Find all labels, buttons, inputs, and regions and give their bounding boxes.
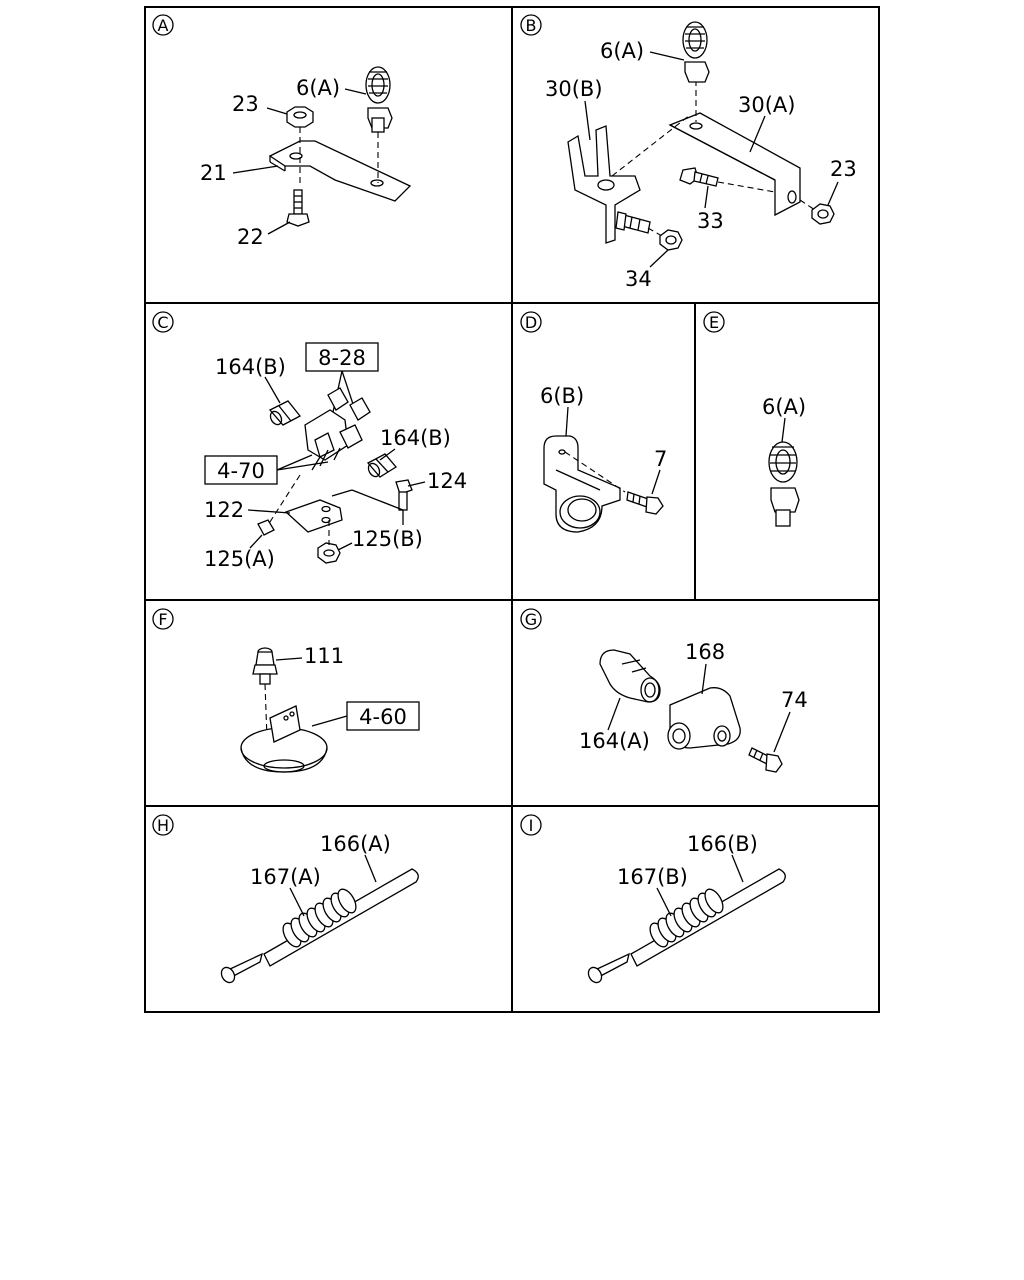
label-f-111: 111: [304, 644, 344, 668]
label-c-4-70: 4-70: [217, 459, 265, 483]
label-c-125b: 125(B): [352, 527, 423, 551]
panel-badge-i: I: [520, 814, 542, 836]
label-b-6a: 6(A): [600, 39, 644, 63]
nut-125a: [257, 519, 275, 536]
clip-164a: [599, 649, 661, 703]
panel-a-drawing: 23 6(A) 21 22: [200, 66, 412, 249]
bolt-34: [615, 211, 651, 234]
bolt-7: [626, 491, 664, 515]
panel-b-drawing: 6(A) 30(B) 30(A) 23 33 34: [545, 21, 857, 291]
fitting-164b-right: [366, 453, 397, 478]
label-h-166a: 166(A): [320, 832, 391, 856]
panel-badge-b: B: [520, 14, 542, 36]
label-i-167b: 167(B): [617, 865, 688, 889]
nut-23-panel-b: [811, 203, 835, 225]
label-c-125a: 125(A): [204, 547, 275, 571]
panel-g-drawing: 168 74 164(A): [579, 640, 808, 773]
label-g-168: 168: [685, 640, 725, 664]
panel-badge-h: H: [152, 814, 174, 836]
nut-23: [286, 106, 314, 128]
svg-text:C: C: [157, 313, 168, 332]
label-b-34: 34: [625, 267, 652, 291]
clip-6a-panel-b: [682, 21, 710, 83]
diagram-grid: [144, 6, 880, 1013]
tee-168: [667, 687, 741, 750]
cap-bracket: [269, 705, 301, 743]
svg-text:A: A: [158, 16, 169, 35]
label-b-23: 23: [830, 157, 857, 181]
fitting-164b-left: [268, 400, 301, 426]
plate-122: [284, 499, 343, 533]
bolt-74: [748, 747, 783, 773]
nut-125b: [317, 542, 341, 564]
box-4-70: 4-70: [204, 455, 278, 485]
label-i-166b: 166(B): [687, 832, 758, 856]
label-a-21: 21: [200, 161, 227, 185]
panel-badge-c: C: [152, 311, 174, 333]
label-a-22: 22: [237, 225, 264, 249]
panel-badge-g: G: [520, 608, 542, 630]
clamp-6b: [543, 435, 621, 533]
label-a-23: 23: [232, 92, 259, 116]
svg-text:B: B: [526, 16, 537, 35]
svg-text:F: F: [158, 610, 167, 629]
panel-badge-a: A: [152, 14, 174, 36]
label-b-30b: 30(B): [545, 77, 603, 101]
panel-h-drawing: 166(A) 167(A): [220, 832, 419, 984]
panel-badge-e: E: [703, 311, 725, 333]
panel-badge-d: D: [520, 311, 542, 333]
svg-text:H: H: [157, 816, 169, 835]
panel-c-drawing: 8-28 4-70: [204, 342, 467, 571]
svg-text:I: I: [529, 816, 534, 835]
label-d-6b: 6(B): [540, 384, 584, 408]
bolt-22: [286, 189, 310, 227]
label-h-167a: 167(A): [250, 865, 321, 889]
grease-nipple-111: [252, 647, 278, 685]
label-b-33: 33: [697, 209, 724, 233]
bracket-21: [268, 140, 412, 202]
bracket-30b: [567, 125, 641, 244]
label-f-4-60: 4-60: [359, 705, 407, 729]
bolt-124: [395, 479, 413, 511]
svg-text:E: E: [709, 313, 719, 332]
panel-d-drawing: 6(B) 7: [540, 384, 667, 533]
label-c-164b-left: 164(B): [215, 355, 286, 379]
spring-167a: [282, 888, 357, 948]
panel-i-drawing: 166(B) 167(B): [587, 832, 786, 984]
label-c-164b-right: 164(B): [380, 426, 451, 450]
spring-167b: [649, 888, 724, 948]
label-g-164a: 164(A): [579, 729, 650, 753]
nut-34: [659, 229, 683, 251]
label-c-122: 122: [204, 498, 244, 522]
label-e-6a: 6(A): [762, 395, 806, 419]
label-c-8-28: 8-28: [318, 346, 366, 370]
label-c-124: 124: [427, 469, 467, 493]
panel-f-drawing: 4-60 111: [240, 644, 420, 773]
label-b-30a: 30(A): [738, 93, 795, 117]
junction-block: [304, 387, 371, 471]
svg-text:D: D: [525, 313, 537, 332]
label-g-74: 74: [781, 688, 808, 712]
bolt-33: [679, 167, 719, 187]
label-a-6a: 6(A): [296, 76, 340, 100]
box-8-28: 8-28: [305, 342, 379, 372]
box-4-60: 4-60: [346, 701, 420, 731]
bracket-30a: [668, 112, 801, 217]
clip-6a-panel-e: [768, 441, 800, 527]
panel-badge-f: F: [152, 608, 174, 630]
clip-6a-panel-a: [365, 66, 393, 133]
panel-e-drawing: 6(A): [762, 395, 806, 527]
svg-text:G: G: [525, 610, 537, 629]
label-d-7: 7: [654, 447, 667, 471]
